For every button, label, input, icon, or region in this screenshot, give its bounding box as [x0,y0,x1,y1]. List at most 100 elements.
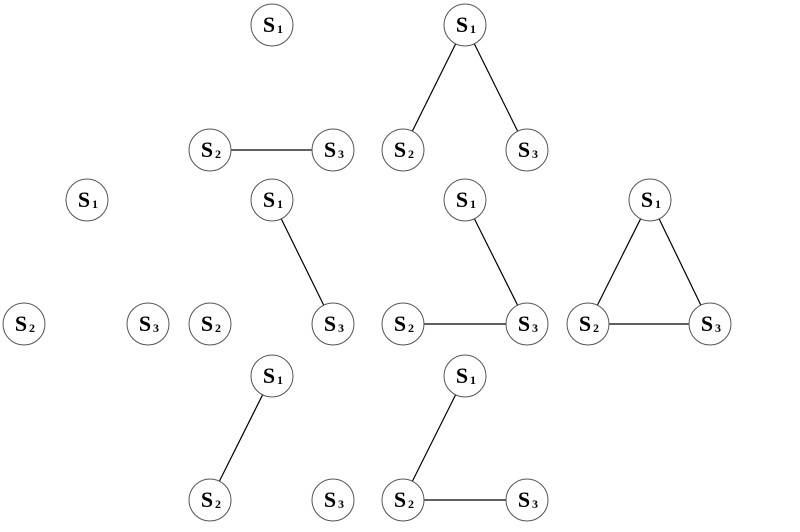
node-subscript: 2 [29,321,35,335]
node-subscript: 3 [532,321,538,335]
node-circle [188,478,232,522]
node-subscript: 1 [470,373,476,387]
node-circle [188,302,232,346]
node-label: S [394,487,406,512]
node-label: S [324,137,336,162]
node-circle [250,354,294,398]
node-circle [311,478,355,522]
node-subscript: 1 [470,197,476,211]
node-circle [688,302,732,346]
node-label: S [701,311,713,336]
node-label: S [641,187,653,212]
node-subscript: 3 [532,147,538,161]
node-subscript: 3 [153,321,159,335]
edge-s1-s3 [271,199,334,325]
node-label: S [456,187,468,212]
node-subscript: 3 [715,321,721,335]
node-subscript: 2 [408,147,414,161]
node-circle [381,302,425,346]
node-label: S [201,137,213,162]
node-circle [250,178,294,222]
node-label: S [518,311,530,336]
node-label: S [15,311,27,336]
edge-s1-s3 [464,199,528,325]
node-circle [2,302,46,346]
node-label: S [579,311,591,336]
node-circle [311,302,355,346]
node-label: S [78,187,90,212]
edge-s1-s2 [402,24,466,151]
node-label: S [263,187,275,212]
node-subscript: 2 [593,321,599,335]
edge-s1-s3 [649,199,711,325]
node-subscript: 1 [655,197,661,211]
node-subscript: 1 [277,373,283,387]
node-circle [126,302,170,346]
node-subscript: 1 [277,197,283,211]
node-label: S [518,137,530,162]
node-circle [381,128,425,172]
node-label: S [394,311,406,336]
edge-s1-s3 [464,24,528,151]
node-subscript: 1 [92,197,98,211]
node-label: S [263,363,275,388]
node-subscript: 3 [338,321,344,335]
node-circle [505,302,549,346]
node-label: S [201,487,213,512]
node-label: S [324,311,336,336]
node-label: S [263,12,275,37]
node-subscript: 2 [408,321,414,335]
edge-s1-s2 [587,199,651,325]
node-label: S [139,311,151,336]
node-label: S [394,137,406,162]
node-circle [566,302,610,346]
node-subscript: 1 [277,22,283,36]
node-circle [628,178,672,222]
node-circle [443,3,487,47]
node-subscript: 2 [215,147,221,161]
edge-s1-s2 [209,375,273,501]
node-label: S [518,487,530,512]
node-label: S [201,311,213,336]
node-label: S [456,12,468,37]
node-subscript: 3 [338,497,344,511]
node-circle [443,354,487,398]
node-subscript: 1 [470,22,476,36]
node-circle [311,128,355,172]
node-circle [65,178,109,222]
node-circle [443,178,487,222]
node-circle [505,128,549,172]
node-circle [505,478,549,522]
node-subscript: 3 [532,497,538,511]
